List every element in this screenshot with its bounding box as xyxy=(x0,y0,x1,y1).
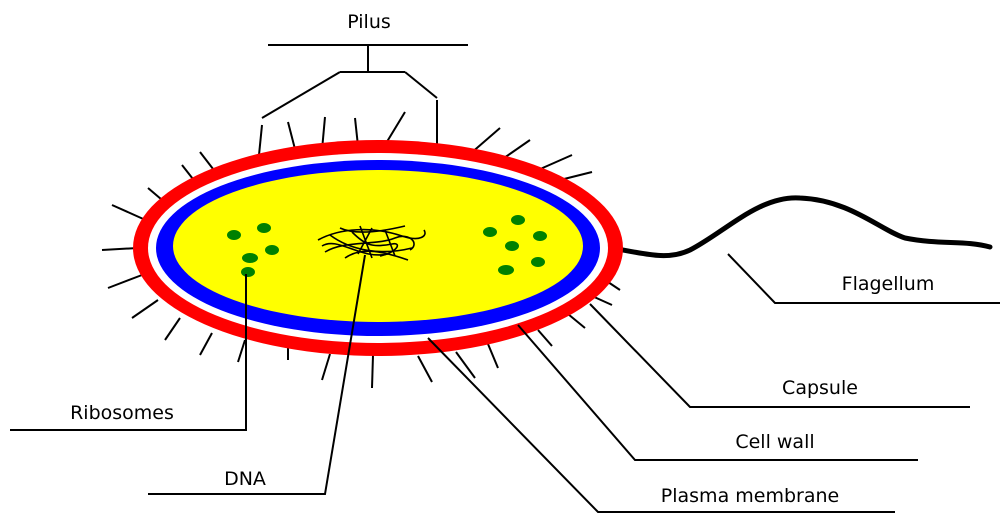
ribosomes-label: Ribosomes xyxy=(70,402,174,424)
cell-wall-label: Cell wall xyxy=(735,431,814,453)
flagellum xyxy=(595,198,990,256)
capsule-label: Capsule xyxy=(782,377,858,399)
capsule-pointer xyxy=(590,304,970,407)
flagellum-label: Flagellum xyxy=(842,273,935,295)
pilus-label: Pilus xyxy=(347,11,391,33)
plasma-membrane-label: Plasma membrane xyxy=(661,485,839,507)
dna-label: DNA xyxy=(224,468,266,490)
cell-wall-pointer xyxy=(518,325,918,460)
